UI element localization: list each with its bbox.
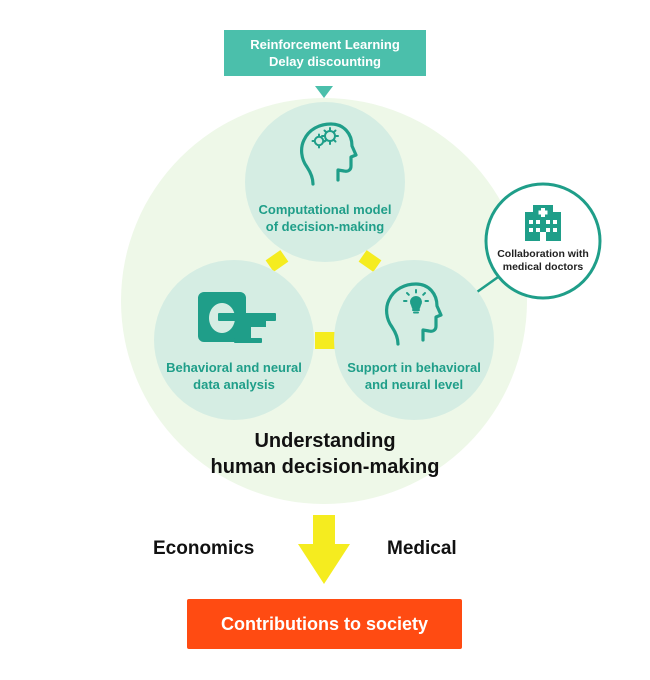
field-medical: Medical [387, 538, 457, 559]
node-support-circle [334, 260, 494, 420]
connector-top-right [358, 250, 382, 272]
contributions-label: Contributions to society [221, 613, 428, 634]
contributions-box: Contributions to society [187, 599, 462, 649]
node-computational-line2: of decision-making [265, 219, 385, 234]
head-gears-icon [300, 122, 358, 186]
center-title-line1: Understanding [254, 430, 396, 452]
top-down-arrow [315, 86, 333, 98]
center-title: Understanding human decision-making [150, 428, 500, 480]
head-lightbulb-icon [385, 282, 443, 346]
node-computational-line1: Computational model [258, 202, 392, 217]
connector-bottom [315, 332, 335, 349]
collaboration-label: Collaboration with medical doctors [486, 248, 600, 274]
collaboration-line2: medical doctors [502, 261, 584, 273]
node-analysis-line1: Behavioral and neural [166, 360, 302, 375]
hospital-icon [525, 205, 561, 241]
node-analysis-label: Behavioral and neural data analysis [152, 359, 316, 393]
node-support-label: Support in behavioral and neural level [332, 359, 496, 393]
node-support-line2: and neural level [364, 377, 464, 392]
connector-top-left [265, 250, 289, 272]
node-analysis-line2: data analysis [193, 377, 275, 392]
down-arrow-to-society [298, 515, 350, 584]
top-method-box: Reinforcement Learning Delay discounting [224, 30, 426, 76]
collaboration-line1: Collaboration with [497, 248, 589, 260]
top-box-line2: Delay discounting [269, 54, 381, 69]
node-support-line1: Support in behavioral [347, 360, 481, 375]
center-title-line2: human decision-making [210, 456, 440, 478]
mri-scanner-icon [198, 292, 276, 343]
node-computational-label: Computational model of decision-making [245, 201, 405, 235]
field-economics: Economics [153, 538, 255, 559]
node-computational-circle [245, 102, 405, 262]
top-box-line1: Reinforcement Learning [250, 37, 400, 52]
